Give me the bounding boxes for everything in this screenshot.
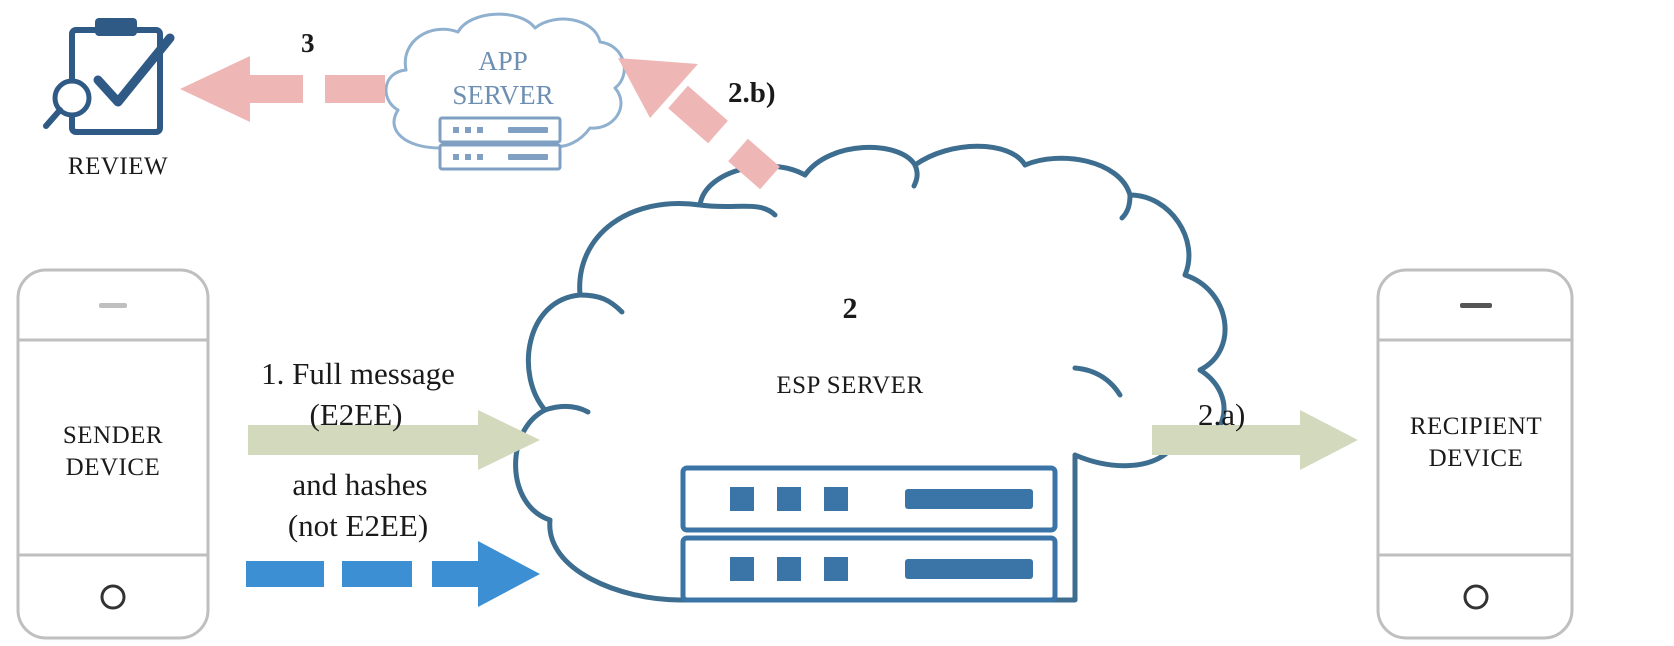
recipient-label-line2: DEVICE <box>1428 445 1524 472</box>
app-cloud-icon <box>384 12 626 150</box>
esp-server-label: ESP SERVER <box>776 372 924 399</box>
esp-server-rack-icon <box>680 465 1058 603</box>
review-clipboard-icon <box>43 18 175 135</box>
esp-cloud-accents <box>542 162 1133 415</box>
sender-label-line1: SENDER <box>62 422 164 449</box>
review-dashed-arrow <box>180 56 385 122</box>
step-2b-label: 2.b) <box>728 77 776 109</box>
recipient-phone-icon <box>1376 268 1574 640</box>
review-label: REVIEW <box>67 153 169 180</box>
step-3-label: 3 <box>301 28 315 58</box>
sender-label-line2: DEVICE <box>65 454 161 481</box>
step-1-label-line2: (E2EE) <box>309 397 403 432</box>
report-dashed-arrow <box>618 58 780 190</box>
step-2a-label: 2.a) <box>1198 397 1246 432</box>
app-server-label-line1: APP <box>478 46 528 76</box>
step-1-label-line1: 1. Full message <box>261 356 455 391</box>
full-message-arrow <box>248 410 540 470</box>
step-1-label-line3: and hashes <box>292 467 428 502</box>
step-1-label-line4: (not E2EE) <box>287 508 429 543</box>
sender-phone-icon <box>16 268 210 640</box>
app-server-label-line2: SERVER <box>452 80 554 110</box>
hashes-dashed-arrow <box>246 541 540 607</box>
app-server-rack-icon <box>438 116 562 171</box>
recipient-label-line1: RECIPIENT <box>1409 413 1543 440</box>
esp-step-number: 2 <box>842 292 858 325</box>
delivery-arrow <box>1152 410 1358 470</box>
